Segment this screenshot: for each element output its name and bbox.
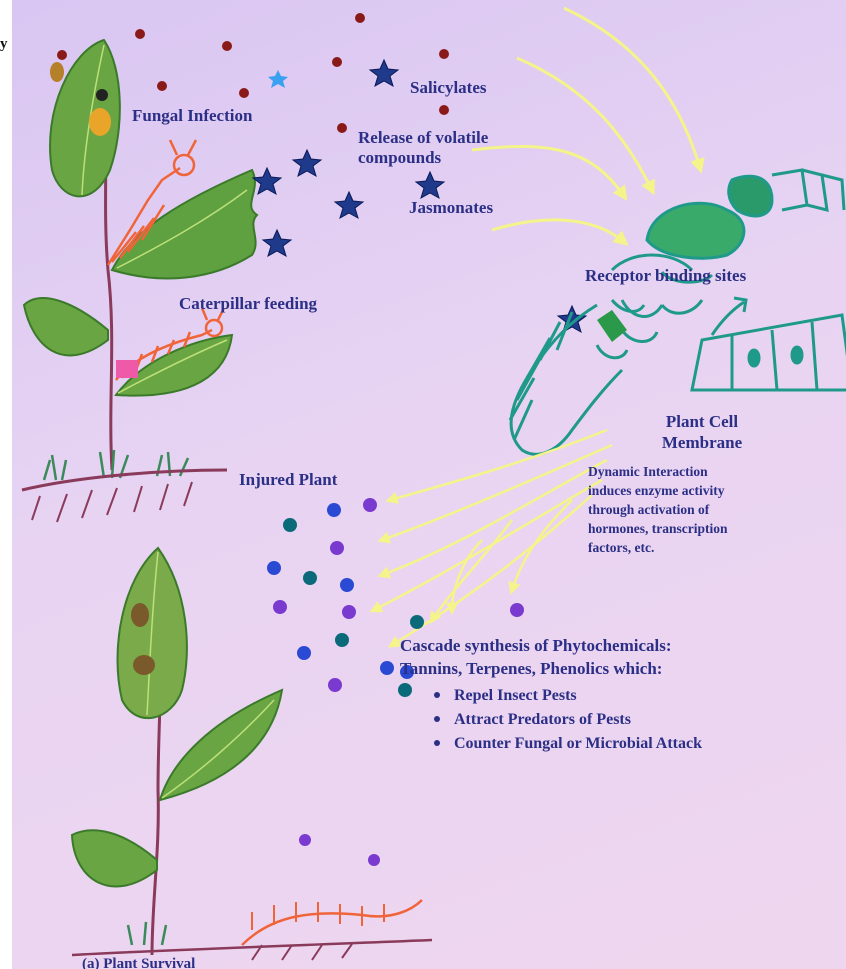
- list-item: Repel Insect Pests: [430, 684, 702, 708]
- label-cascade-1: Cascade synthesis of Phytochemicals:: [400, 636, 672, 656]
- label-injured-plant: Injured Plant: [239, 470, 337, 490]
- volatile-arrows: [472, 8, 700, 242]
- label-caterpillar-feeding: Caterpillar feeding: [179, 294, 317, 314]
- response-arrows: [374, 430, 612, 645]
- fungal-spot: [133, 655, 155, 675]
- label-volatile-2: compounds: [358, 148, 441, 168]
- lower-plant: [72, 548, 432, 960]
- list-item: Counter Fungal or Microbial Attack: [430, 732, 702, 756]
- drawing-paper: Salicylates Fungal Infection Release of …: [12, 0, 846, 969]
- label-cascade-2: Tannins, Terpenes, Phenolics which:: [400, 659, 662, 679]
- list-item-text: Counter Fungal or Microbial Attack: [454, 735, 702, 752]
- label-membrane-2: Membrane: [622, 433, 782, 453]
- label-receptor-binding-sites: Receptor binding sites: [585, 266, 746, 286]
- bullet-icon: [434, 716, 440, 722]
- list-item-text: Attract Predators of Pests: [454, 711, 631, 728]
- bullet-icon: [434, 740, 440, 746]
- list-item: Attract Predators of Pests: [430, 708, 702, 732]
- label-dynamic-1: Dynamic Interaction: [588, 462, 708, 481]
- phytochemical-effects-list: Repel Insect Pests Attract Predators of …: [430, 684, 702, 756]
- label-dynamic-5: factors, etc.: [588, 538, 654, 557]
- fungal-spot: [50, 62, 64, 82]
- lower-left-leaf: [72, 830, 157, 886]
- list-item-text: Repel Insect Pests: [454, 687, 577, 704]
- label-dynamic-3: through activation of: [588, 500, 709, 519]
- volatile-stars: [253, 60, 693, 332]
- left-leaf: [24, 298, 108, 355]
- label-volatile-1: Release of volatile: [358, 128, 488, 148]
- fungal-spot: [89, 108, 111, 136]
- label-dynamic-2: induces enzyme activity: [588, 481, 724, 500]
- corner-mark: y: [0, 36, 8, 53]
- label-fungal-infection: Fungal Infection: [132, 106, 252, 126]
- label-dynamic-4: hormones, transcription: [588, 519, 728, 538]
- label-jasmonates: Jasmonates: [409, 198, 493, 218]
- label-membrane-1: Plant Cell: [622, 412, 782, 432]
- label-bottom-caption: (a) Plant Survival: [82, 956, 195, 969]
- small-blue-star: [268, 70, 288, 88]
- lower-right-leaf-2: [160, 690, 282, 800]
- bullet-icon: [434, 692, 440, 698]
- fungal-spot: [131, 603, 149, 627]
- label-salicylates: Salicylates: [410, 78, 487, 98]
